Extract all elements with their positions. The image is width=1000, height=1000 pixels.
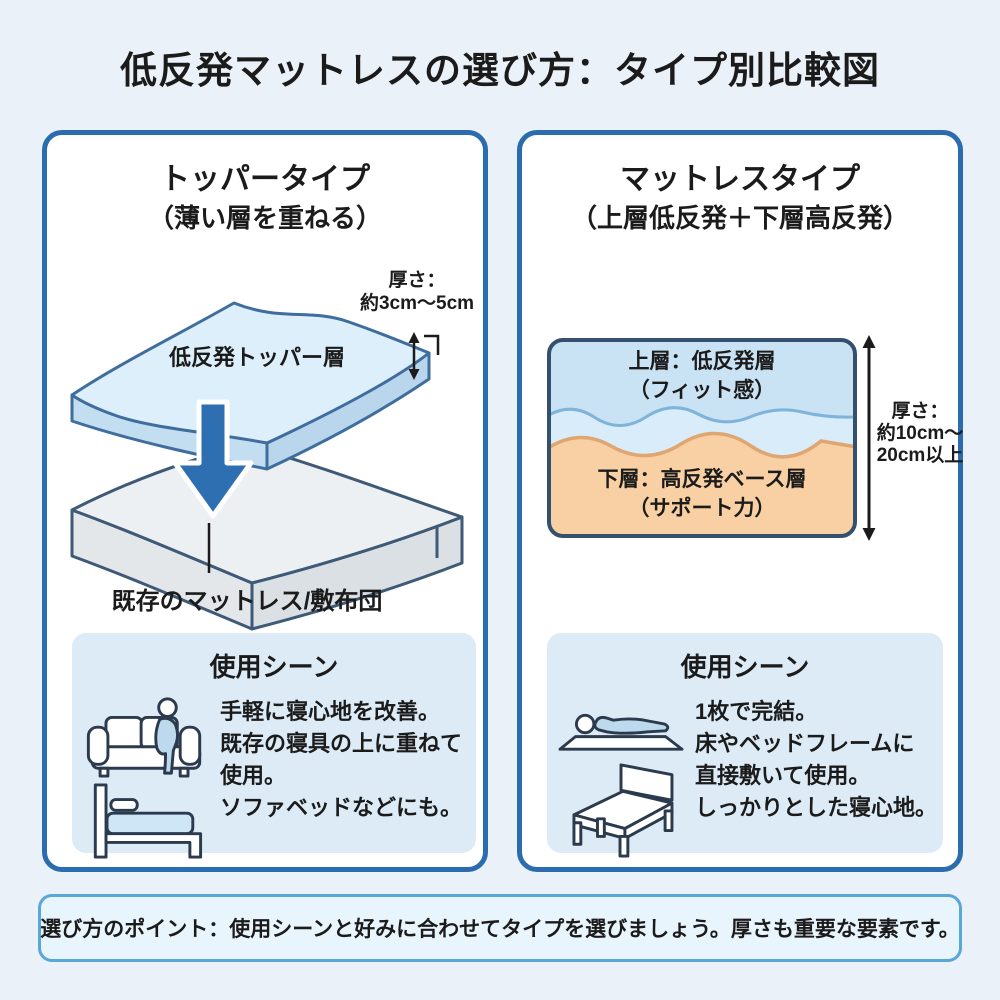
usage-line: 床やベッドフレームに <box>695 731 915 756</box>
usage-line: 使用。 <box>220 763 287 788</box>
topper-layer-shape <box>70 301 431 471</box>
bed-side-icon <box>93 783 203 859</box>
bed-frame-icon <box>572 763 674 858</box>
cross-section-border <box>547 338 857 538</box>
mattress-panel-subtitle: （上層低反発＋下層高反発） <box>570 203 909 233</box>
down-arrow <box>172 399 254 519</box>
usage-title-mattress: 使用シーン <box>680 652 810 682</box>
thickness-line: 20cm以上 <box>876 445 964 466</box>
topper-panel-head: トッパータイプ （薄い層を重ねる） <box>47 161 483 237</box>
lower-layer-line1: 下層：高反発ベース層 <box>597 468 807 491</box>
upper-layer-label: 上層：低反発層 （フィット感） <box>547 347 857 405</box>
footer-note: 選び方のポイント：使用シーンと好みに合わせてタイプを選びましょう。厚さも重要な要… <box>38 894 962 962</box>
upper-layer-line1: 上層：低反発層 <box>628 350 776 373</box>
page-title: 低反発マットレスの選び方：タイプ別比較図 <box>120 50 880 91</box>
topper-panel-subtitle: （薄い層を重ねる） <box>147 203 382 233</box>
usage-line: 1枚で完結。 <box>695 699 818 724</box>
panel-mattress-type: マットレスタイプ （上層低反発＋下層高反発） 上層：低反発層 （フィット感） 下… <box>517 130 963 872</box>
thickness-line2: 約3cm〜5cm <box>359 293 475 314</box>
mattress-panel-head: マットレスタイプ （上層低反発＋下層高反発） <box>522 161 958 237</box>
lower-layer-label: 下層：高反発ベース層 （サポート力） <box>547 465 857 523</box>
blue-wave-line <box>549 406 855 427</box>
usage-line: 既存の寝具の上に重ねて <box>220 731 463 756</box>
topper-layer-label: 低反発トッパー層 <box>168 345 345 370</box>
footer-note-text: 選び方のポイント：使用シーンと好みに合わせてタイプを選びましょう。厚さも重要な要… <box>40 918 960 941</box>
usage-line: 手軽に寝心地を改善。 <box>220 699 441 724</box>
thickness-line: 約10cm〜 <box>876 423 964 444</box>
topper-diagram <box>70 301 464 631</box>
person-on-mat-icon <box>558 713 684 751</box>
topper-thickness-marks <box>408 332 440 380</box>
usage-line: ソファベッドなどにも。 <box>220 795 463 820</box>
usage-text-mattress: 1枚で完結。 床やベッドフレームに 直接敷いて使用。 しっかりとした寝心地。 <box>695 686 943 858</box>
usage-line: 直接敷いて使用。 <box>695 763 871 788</box>
usage-line: しっかりとした寝心地。 <box>695 795 938 820</box>
sofa-person-icon <box>86 697 202 778</box>
usage-title-topper: 使用シーン <box>209 652 339 682</box>
usage-box-topper: 使用シーン <box>72 633 476 859</box>
upper-layer-line2: （フィット感） <box>628 379 776 402</box>
mattress-panel-title: マットレスタイプ <box>620 163 860 196</box>
usage-box-mattress: 使用シーン <box>547 633 943 858</box>
thickness-measure-arrow <box>862 335 876 541</box>
usage-text-topper: 手軽に寝心地を改善。 既存の寝具の上に重ねて 使用。 ソファベッドなどにも。 <box>220 686 476 860</box>
existing-mattress-label: 既存のマットレス/敷布団 <box>111 588 383 615</box>
mattress-thickness-note: 厚さ： 約10cm〜 20cm以上 <box>870 401 970 467</box>
mattress-cross-section <box>547 338 857 538</box>
thickness-line: 厚さ： <box>891 401 949 422</box>
topper-panel-title: トッパータイプ <box>160 163 370 196</box>
topper-thickness-note: 厚さ： 約3cm〜5cm <box>347 269 487 315</box>
thickness-line1: 厚さ： <box>388 270 446 291</box>
panel-topper-type: トッパータイプ （薄い層を重ねる） <box>42 130 488 872</box>
lower-base-layer <box>549 431 855 536</box>
lower-layer-line2: （サポート力） <box>628 497 776 520</box>
